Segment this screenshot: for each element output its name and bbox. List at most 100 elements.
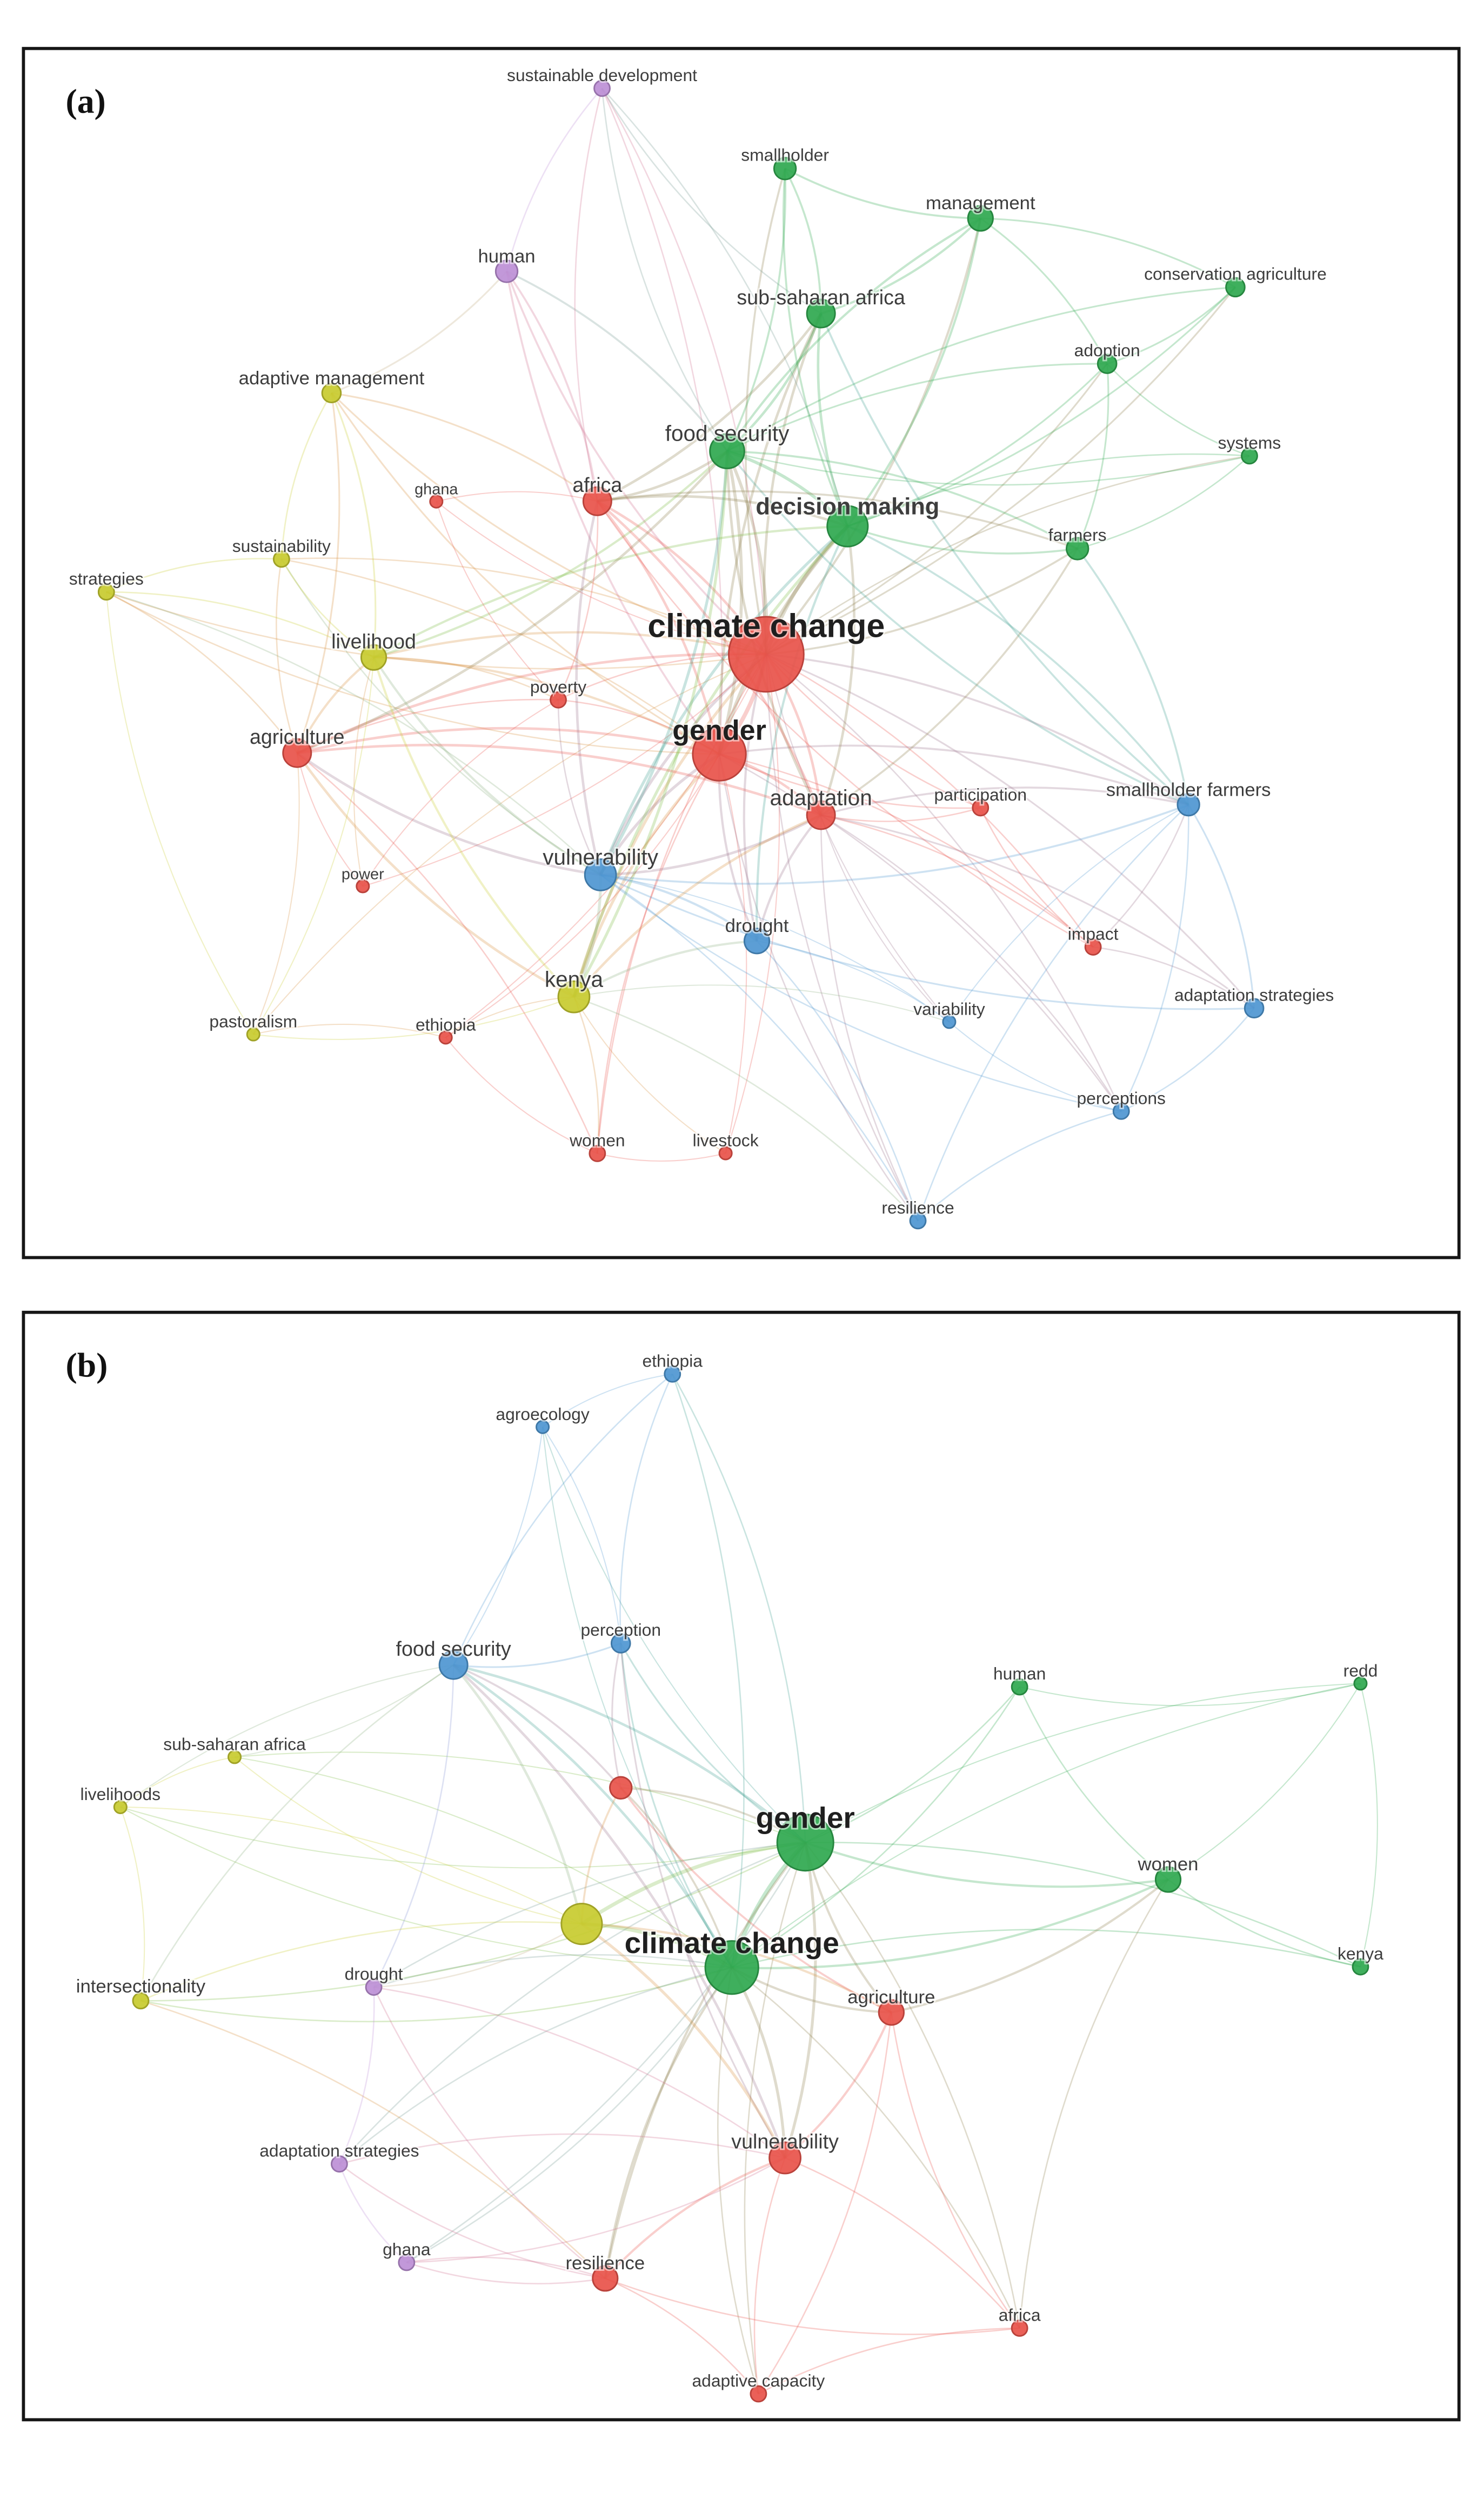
edge [338, 2163, 407, 2263]
edge [572, 451, 729, 998]
edge [452, 1373, 673, 1665]
edge [847, 286, 1236, 528]
edge [731, 1686, 1020, 1968]
edge [718, 451, 744, 755]
edge [372, 657, 575, 998]
edge [727, 450, 1078, 550]
edge [406, 1967, 733, 2263]
edge [726, 450, 1189, 806]
edge [453, 1642, 621, 1668]
edge [338, 1842, 806, 2165]
node-climate-change [727, 616, 805, 693]
edge [120, 1664, 454, 1808]
edge [106, 591, 601, 876]
edge [557, 501, 599, 701]
edge [600, 874, 758, 942]
node-strategies [97, 583, 115, 601]
edge [453, 1427, 544, 1665]
node-label-human: human [478, 246, 535, 267]
edge [339, 2163, 606, 2280]
node-farmers [1065, 537, 1089, 561]
node-agriculture [878, 1999, 905, 2026]
edge [1167, 1683, 1361, 1880]
edge [846, 218, 982, 527]
edge [453, 1663, 806, 1844]
edge [718, 754, 919, 1222]
edge [727, 450, 1250, 486]
edge [253, 1023, 446, 1038]
node-conservation-agriculture [1225, 277, 1246, 298]
node-label-drought: drought [725, 916, 789, 936]
node-redd [1353, 1676, 1368, 1691]
edge [1093, 946, 1255, 1009]
edge [406, 2157, 786, 2263]
edge [980, 217, 1236, 288]
edge [373, 1665, 454, 1988]
edge [948, 1021, 1121, 1112]
edge [280, 558, 601, 876]
node-sub-saharan-africa [228, 1750, 242, 1764]
edge [601, 88, 848, 527]
node-label-kenya: kenya [545, 967, 604, 991]
edge [373, 631, 767, 659]
node-adaptation-strategies [330, 2155, 348, 2173]
edge [406, 1842, 806, 2263]
edge [601, 88, 723, 755]
node-perceptions [1112, 1102, 1130, 1120]
edge [766, 548, 1078, 656]
edge [726, 286, 1236, 452]
edge [120, 1756, 235, 1808]
edge [847, 525, 1078, 555]
edge [731, 1967, 1020, 2329]
node-ethiopia [438, 1030, 453, 1045]
edge [452, 1664, 786, 2158]
edge [1077, 363, 1109, 549]
node-agroecology [536, 1420, 550, 1434]
node-power [356, 879, 370, 894]
node-label-agriculture: agriculture [847, 1987, 935, 2008]
edge [296, 752, 601, 876]
node-label-agriculture: agriculture [250, 725, 345, 748]
edge [597, 490, 1078, 550]
edge [600, 803, 1189, 885]
edge [620, 1787, 733, 1968]
edge [542, 1427, 733, 1968]
edges-layer [119, 1373, 1378, 2395]
edge [353, 657, 375, 887]
node-livestock [718, 1146, 733, 1161]
edge [784, 1842, 817, 2158]
node-label-africa: africa [999, 2305, 1041, 2325]
edge [1077, 548, 1189, 805]
edge [620, 1643, 806, 1843]
edge [141, 2000, 606, 2279]
edge [758, 2012, 892, 2395]
node-decision-making [826, 505, 869, 548]
node-label-variability: variability [913, 999, 985, 1018]
edge [672, 1374, 806, 1843]
node-ghana [429, 494, 444, 509]
edge [105, 591, 254, 1035]
edge [372, 657, 601, 876]
node-vulnerability [584, 858, 617, 891]
node-label-adaptation-strategies: adaptation strategies [1174, 985, 1334, 1004]
node-label-food-security: food security [665, 421, 790, 446]
edge [726, 168, 787, 452]
edge [445, 654, 767, 1038]
node-label-food-security: food security [396, 1637, 511, 1660]
node-label-women: women [1138, 1854, 1199, 1875]
edge [572, 525, 849, 997]
node-label-smallholder-farmers: smallholder farmers [1106, 779, 1271, 800]
node-label-agroecology: agroecology [496, 1404, 589, 1424]
edge [620, 1787, 892, 2014]
edge [756, 940, 919, 1221]
node-label-sustainability: sustainability [232, 536, 331, 556]
edge [1019, 1687, 1169, 1880]
edge [765, 218, 982, 655]
edge [436, 491, 598, 502]
edge [820, 787, 1189, 816]
edge [406, 2262, 606, 2284]
edge [757, 940, 950, 1023]
node-label-gender: gender [672, 715, 766, 746]
edge [604, 2157, 786, 2280]
